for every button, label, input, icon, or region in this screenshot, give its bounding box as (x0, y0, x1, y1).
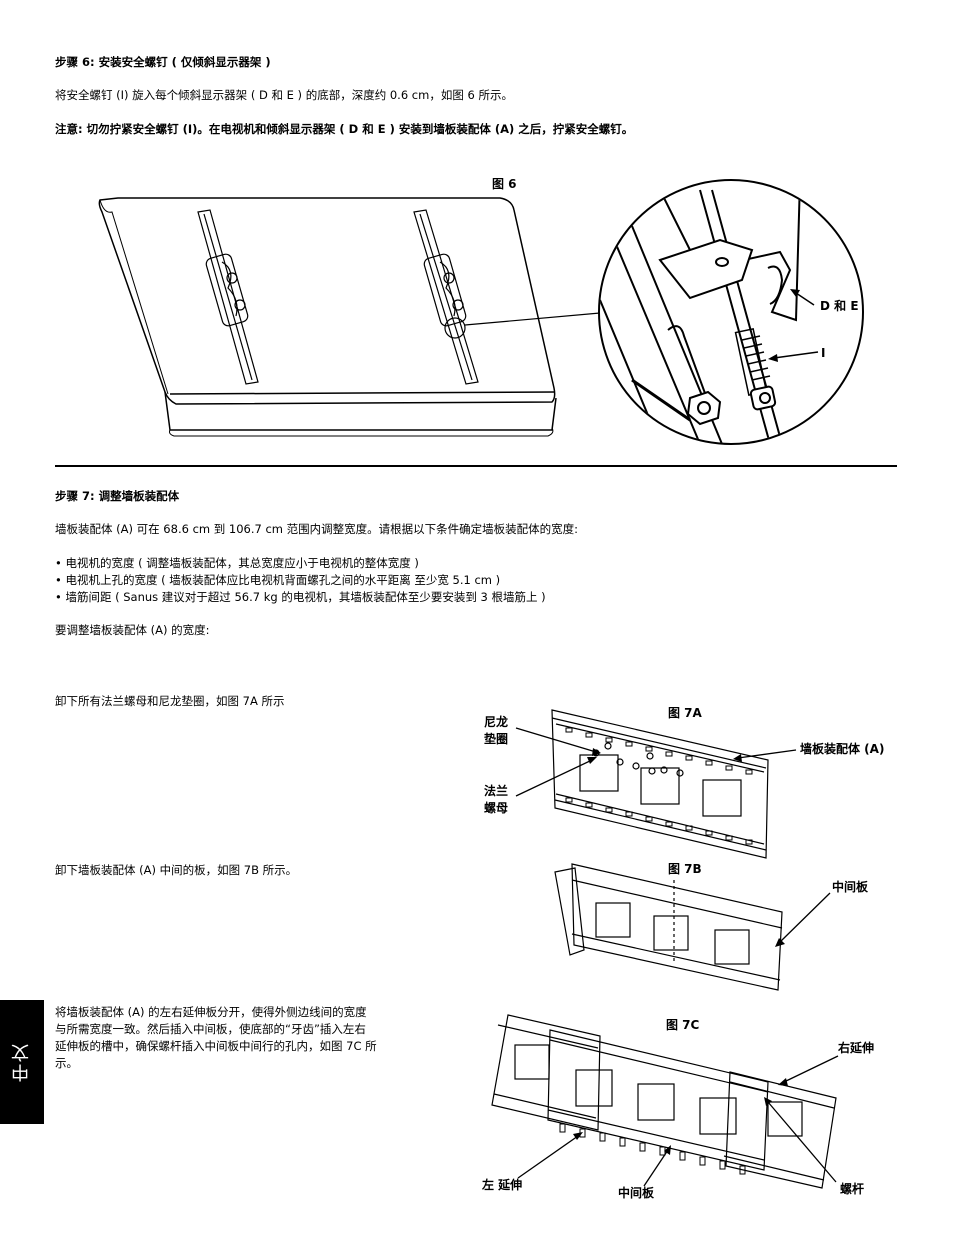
instruction-7b: 卸下墙板装配体 (A) 中间的板，如图 7B 所示。 (55, 863, 298, 877)
right-tilt-bracket (413, 209, 479, 385)
bullet-3: • 墙筋间距 ( Sanus 建议对于超过 56.7 kg 的电视机，其墙板装配… (55, 590, 546, 604)
left-tilt-bracket (197, 209, 259, 385)
detail-magnifier (598, 179, 864, 445)
figure-6-label: 图 6 (492, 177, 517, 191)
instruction-7a: 卸下所有法兰螺母和尼龙垫圈，如图 7A 所示 (55, 694, 285, 708)
language-tab: 中文 (0, 1000, 44, 1124)
instruction-7c-line4: 示。 (55, 1056, 78, 1070)
instruction-7c-line2: 与所需宽度一致。然后插入中间板，使底部的“牙齿”插入左右 (55, 1022, 366, 1036)
label-bolt: 螺杆 (840, 1182, 865, 1196)
label-wall-plate-assembly: 墙板装配体 (A) (800, 742, 885, 756)
step6-note: 注意: 切勿拧紧安全螺钉 (I)。在电视机和倾斜显示器架 ( D 和 E ) 安… (55, 122, 634, 136)
callout-d-and-e: D 和 E (820, 299, 859, 313)
instruction-7c-line1: 将墙板装配体 (A) 的左右延伸板分开，使得外侧边线间的宽度 (55, 1005, 367, 1019)
label-nylon-washer-1: 尼龙 (484, 715, 509, 729)
label-nylon-washer-2: 垫圈 (484, 732, 509, 746)
label-right-extension: 右延伸 (838, 1041, 875, 1055)
step7-intro: 墙板装配体 (A) 可在 68.6 cm 到 106.7 cm 范围内调整宽度。… (55, 522, 579, 536)
step6-heading: 步骤 6: 安装安全螺钉 ( 仅倾斜显示器架 ) (55, 55, 271, 69)
bullet-2: • 电视机上孔的宽度 ( 墙板装配体应比电视机背面螺孔之间的水平距离 至少宽 5… (55, 573, 501, 587)
label-center-plate-7c: 中间板 (618, 1186, 655, 1200)
figure-7b-label: 图 7B (668, 862, 702, 876)
label-flange-nut-2: 螺母 (484, 801, 509, 815)
label-left-extension: 左 延伸 (482, 1178, 523, 1192)
language-tab-label: 中文 (11, 1042, 32, 1082)
tv-back-panel (98, 197, 557, 437)
figure-7c-label: 图 7C (666, 1018, 700, 1032)
step6-body: 将安全螺钉 (I) 旋入每个倾斜显示器架 ( D 和 E ) 的底部，深度约 0… (55, 88, 513, 102)
instruction-7c-line3: 延伸板的槽中，确保螺杆插入中间板中间行的孔内，如图 7C 所 (55, 1039, 377, 1053)
figure-7a-label: 图 7A (668, 706, 702, 720)
callout-i: I (821, 346, 826, 360)
label-flange-nut-1: 法兰 (484, 784, 509, 798)
section-divider (55, 465, 897, 467)
label-center-plate-7b: 中间板 (832, 880, 869, 894)
bullet-1: • 电视机的宽度 ( 调整墙板装配体，其总宽度应小于电视机的整体宽度 ) (55, 556, 419, 570)
step7-heading: 步骤 7: 调整墙板装配体 (55, 489, 180, 503)
adjust-intro: 要调整墙板装配体 (A) 的宽度: (55, 623, 210, 637)
